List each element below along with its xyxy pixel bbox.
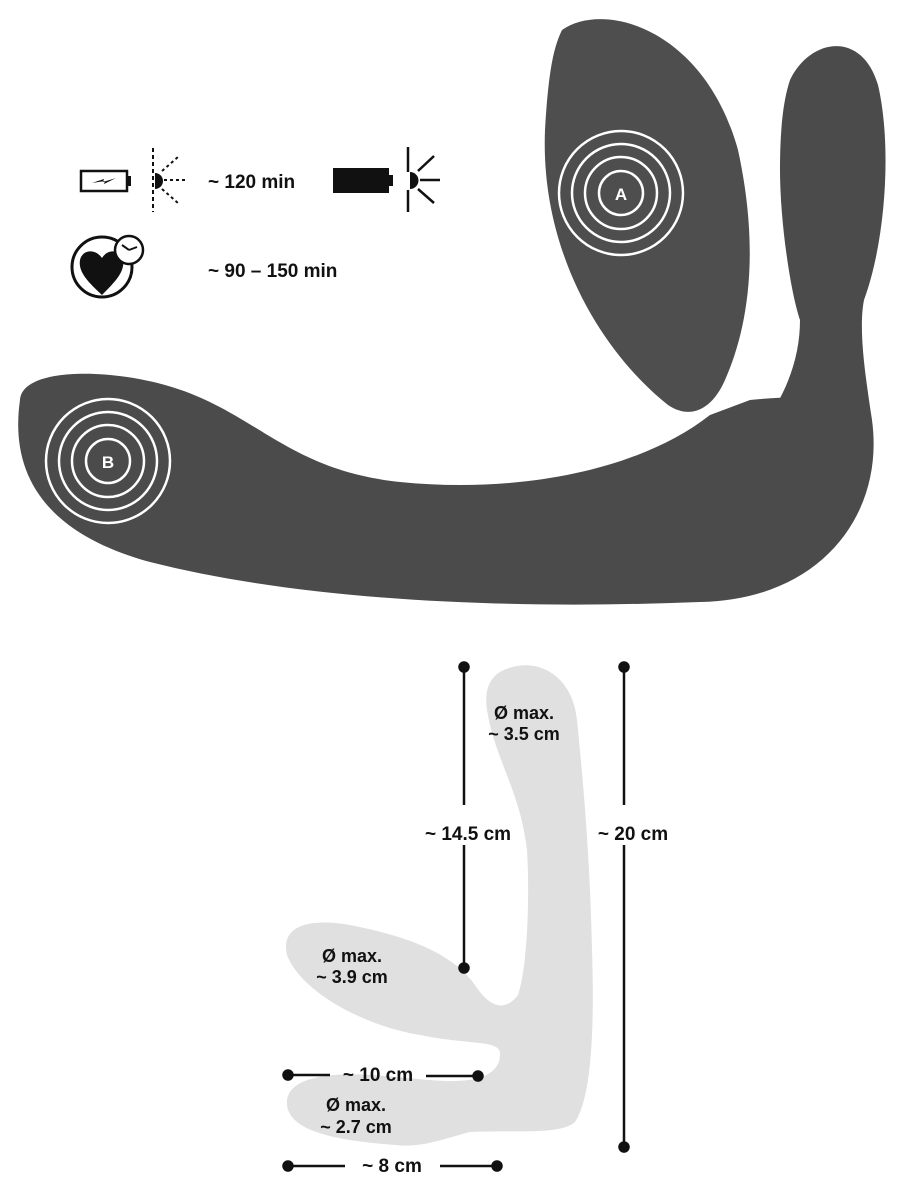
tip-diameter-line1: Ø max.: [494, 703, 554, 723]
dimension-mid-length: [282, 1069, 484, 1082]
mid-length-label: ~ 10 cm: [343, 1065, 413, 1086]
runtime-label: ~ 120 min: [208, 172, 295, 193]
clock-icon: [113, 234, 145, 266]
total-length-label: ~ 20 cm: [598, 824, 668, 845]
dimension-total-length: [618, 661, 630, 1153]
tip-diameter-line2: ~ 3.5 cm: [488, 724, 560, 744]
stimulation-zone-b: [44, 397, 172, 525]
dimension-insertable-length: [458, 661, 470, 974]
full-battery-icon: [333, 168, 393, 193]
stimulation-zone-a: [557, 129, 685, 257]
small-length-label: ~ 8 cm: [362, 1156, 422, 1177]
small-diameter-line1: Ø max.: [326, 1095, 386, 1115]
dimension-small-length: [282, 1160, 503, 1172]
charging-battery-icon: [79, 169, 131, 193]
zone-b-label: B: [102, 453, 114, 472]
product-image: [18, 19, 886, 605]
mid-diameter-line2: ~ 3.9 cm: [316, 967, 388, 987]
mid-diameter-line1: Ø max.: [322, 946, 382, 966]
product-silhouette: [285, 665, 593, 1146]
small-diameter-line2: ~ 2.7 cm: [320, 1117, 392, 1137]
led-on-icon: [406, 147, 440, 212]
charging-time-icon: [70, 234, 145, 299]
zone-a-label: A: [615, 185, 627, 204]
led-blinking-icon: [152, 148, 186, 212]
charge-time-label: ~ 90 – 150 min: [208, 261, 337, 282]
insertable-length-label: ~ 14.5 cm: [425, 824, 511, 845]
